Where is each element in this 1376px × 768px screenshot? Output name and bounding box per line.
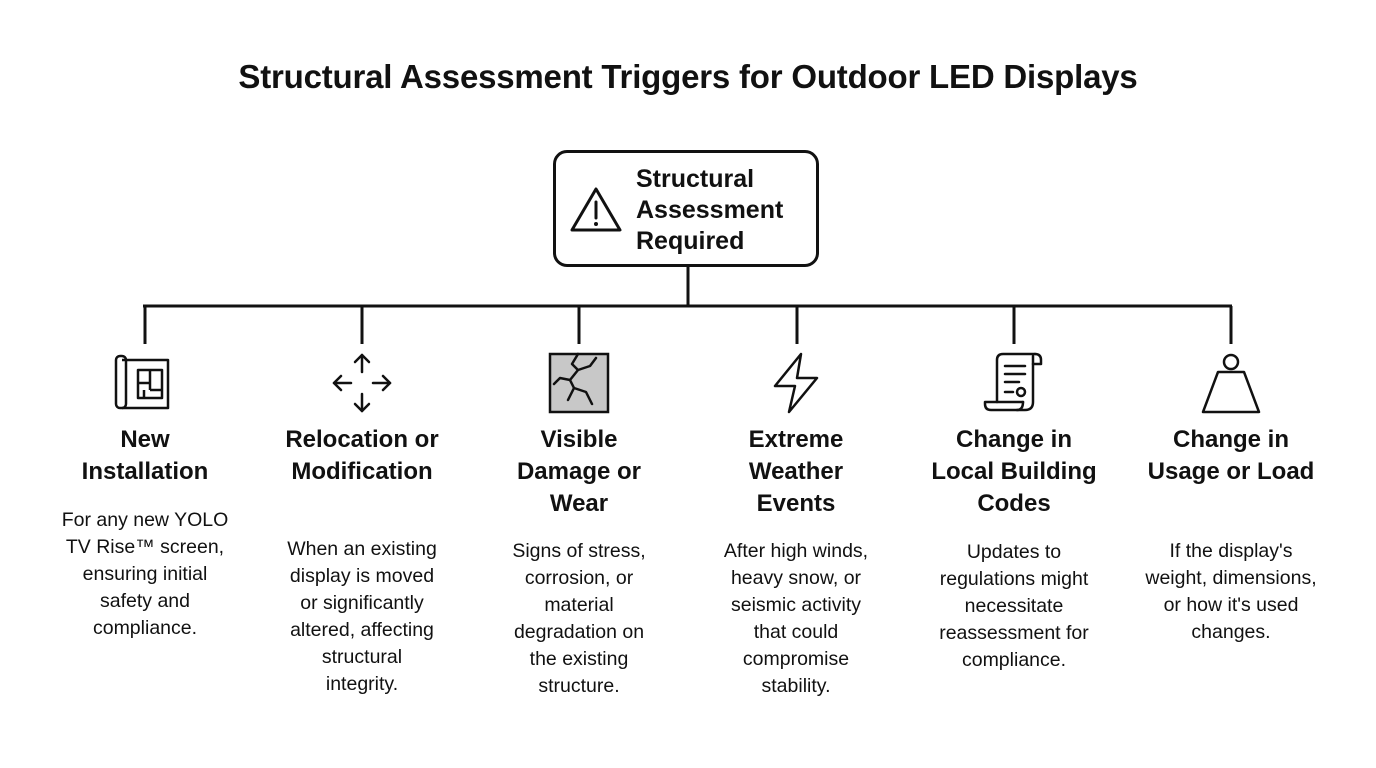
diagram-title: Structural Assessment Triggers for Outdo… <box>238 58 1138 95</box>
trigger-title: Visible Damage or Wear <box>516 426 642 517</box>
lightning-bolt-icon <box>773 352 819 414</box>
weight-icon <box>1201 353 1261 414</box>
root-node: Structural Assessment Required <box>553 150 819 267</box>
document-scroll-icon <box>983 352 1043 412</box>
blueprint-icon <box>114 354 170 410</box>
trigger-description: Updates to regulations might necessitate… <box>939 541 1089 671</box>
trigger-description: After high winds, heavy snow, or seismic… <box>723 540 869 697</box>
warning-triangle-icon <box>570 187 622 232</box>
trigger-description: If the display's weight, dimensions, or … <box>1145 540 1317 643</box>
trigger-description: For any new YOLO TV Rise™ screen, ensuri… <box>61 509 229 639</box>
trigger-title: Change in Usage or Load <box>1147 426 1315 485</box>
root-label: Structural Assessment Required <box>636 165 784 255</box>
trigger-description: When an existing display is moved or sig… <box>287 538 437 695</box>
trigger-title: Relocation or Modification <box>285 426 439 485</box>
cracked-panel-icon <box>548 352 610 414</box>
trigger-title: Change in Local Building Codes <box>931 426 1097 517</box>
trigger-description: Signs of stress, corrosion, or material … <box>512 540 646 697</box>
move-arrows-icon <box>332 353 392 413</box>
trigger-title: Extreme Weather Events <box>748 426 844 517</box>
trigger-title: New Installation <box>81 426 209 485</box>
